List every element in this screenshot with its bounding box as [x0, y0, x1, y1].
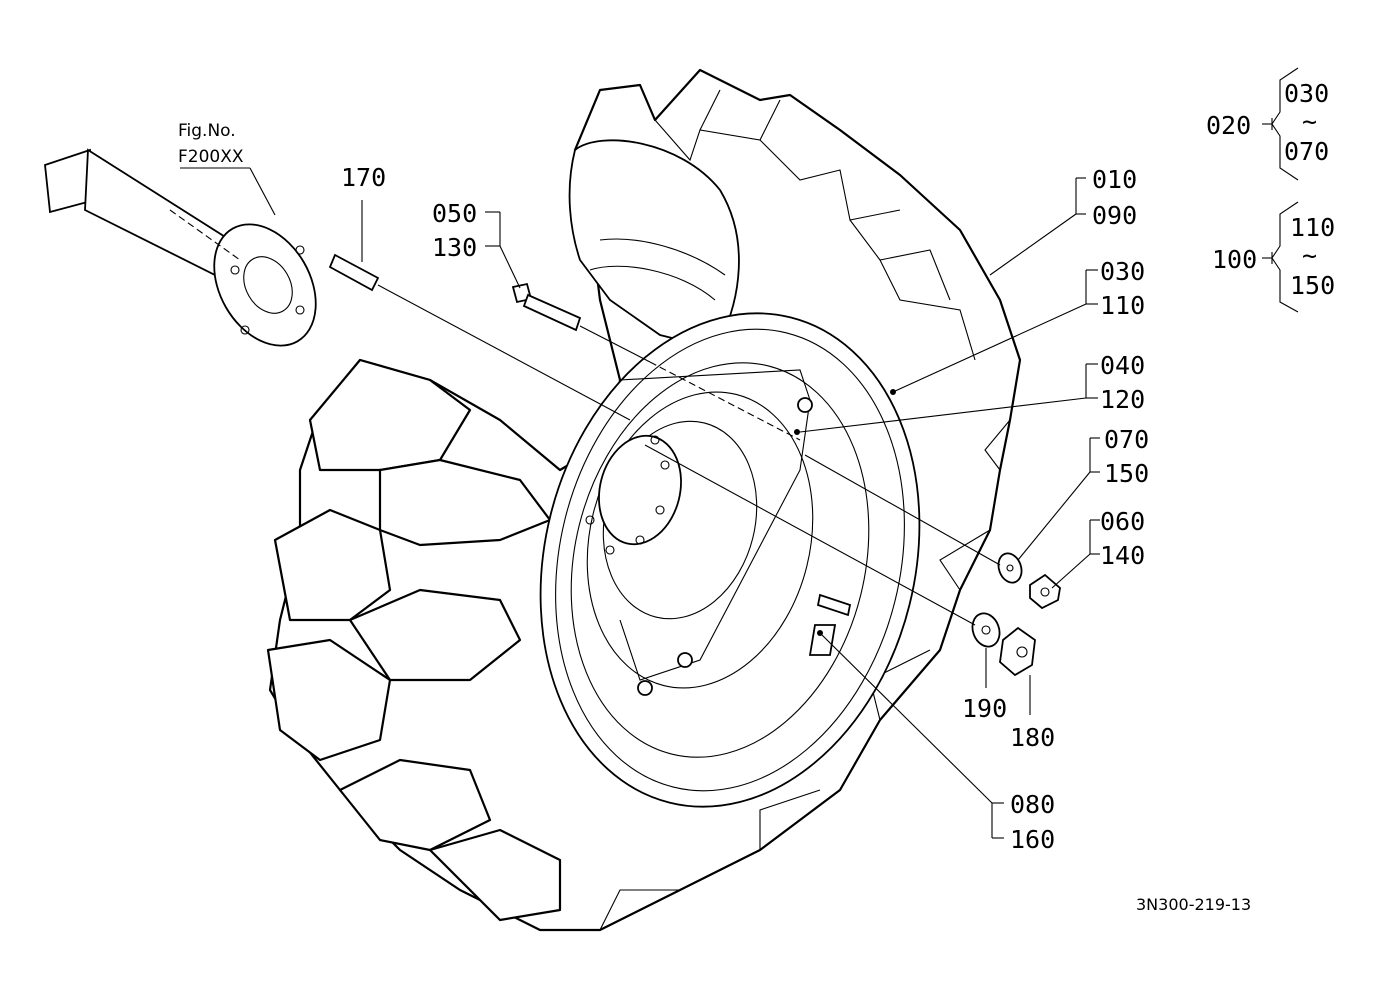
leader-lines [180, 167, 1100, 839]
group-parent-100: 100 [1212, 245, 1257, 274]
stud-axis-line [377, 284, 631, 421]
group-bracket-020 [1262, 67, 1299, 181]
inner-tube [568, 139, 740, 346]
fig-no-label: Fig.No. [178, 121, 236, 141]
callout-090: 090 [1092, 201, 1137, 230]
callout-160: 160 [1010, 825, 1055, 854]
nut-060 [1029, 573, 1061, 610]
callout-040: 040 [1100, 351, 1145, 380]
callout-070: 070 [1104, 425, 1149, 454]
group-parent-020: 020 [1206, 111, 1251, 140]
callout-150: 150 [1104, 459, 1149, 488]
group-bracket-100 [1262, 201, 1299, 313]
bolt-axis-line [579, 325, 651, 363]
shaft-centerline [169, 209, 241, 261]
nut-axis-lower [644, 444, 976, 626]
group-from-030: 030 [1284, 79, 1329, 108]
callout-060: 060 [1100, 507, 1145, 536]
callout-170: 170 [341, 163, 386, 192]
group-to-070: 070 [1284, 137, 1329, 166]
callout-010: 010 [1092, 165, 1137, 194]
callout-130: 130 [432, 233, 477, 262]
callout-140: 140 [1100, 541, 1145, 570]
group-from-110: 110 [1290, 213, 1335, 242]
callout-050: 050 [432, 199, 477, 228]
stud-170 [328, 253, 380, 292]
group-tilde-100: ~ [1302, 241, 1317, 270]
callout-080: 080 [1010, 790, 1055, 819]
wheel-rim [539, 312, 921, 808]
callout-190: 190 [962, 694, 1007, 723]
group-tilde-020: ~ [1302, 107, 1317, 136]
drawing-code: 3N300-219-13 [1136, 895, 1251, 914]
callout-030: 030 [1100, 257, 1145, 286]
bolt-050 [511, 282, 582, 332]
group-to-150: 150 [1290, 271, 1335, 300]
bolt-hidden-line [649, 361, 801, 441]
callout-180: 180 [1010, 723, 1055, 752]
callout-110: 110 [1100, 291, 1145, 320]
nut-180 [999, 626, 1036, 677]
nut-axis-upper [804, 454, 1001, 566]
washer-070 [997, 552, 1023, 584]
axle-shaft [44, 148, 317, 347]
fig-no-value: F200XX [178, 147, 244, 167]
callout-120: 120 [1100, 385, 1145, 414]
washer-190 [971, 612, 1001, 648]
leader-dots [794, 389, 896, 636]
